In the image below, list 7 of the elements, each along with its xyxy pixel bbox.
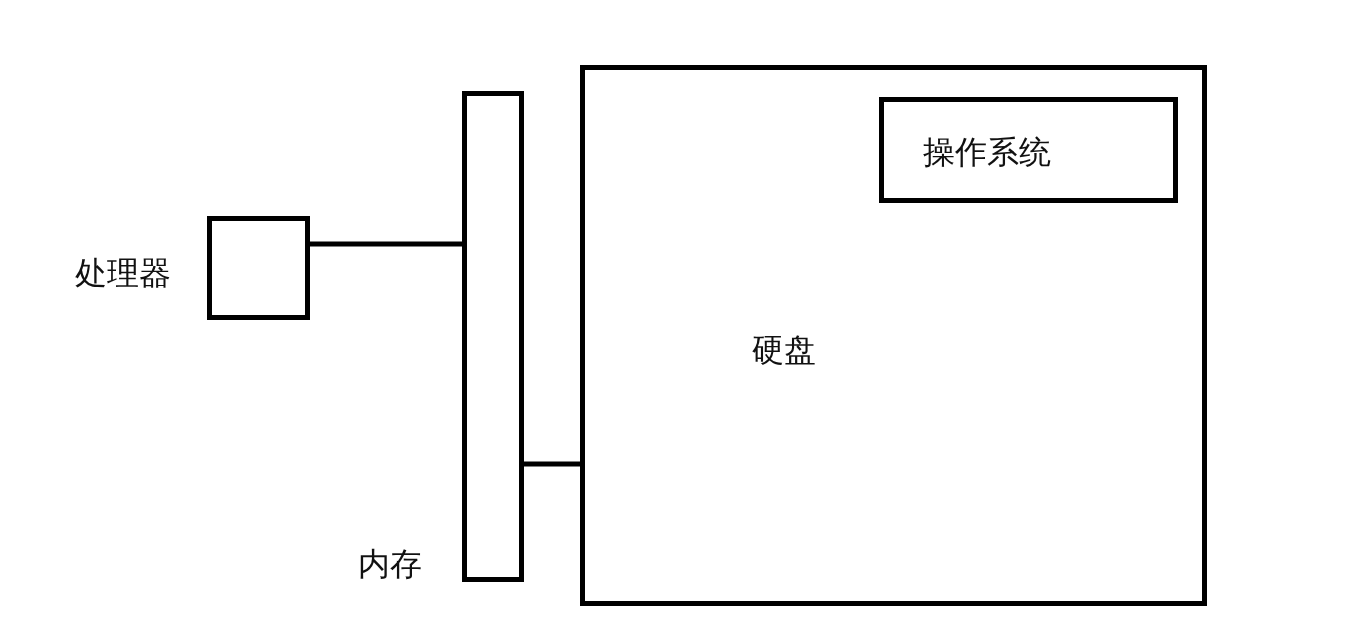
node-label: 硬盘 (752, 333, 816, 369)
connector-line (310, 241, 462, 247)
node-label: 处理器 (75, 256, 171, 292)
connector-line (524, 461, 580, 467)
node-label: 内存 (358, 547, 422, 583)
os-box (879, 97, 1178, 203)
node-label: 操作系统 (923, 135, 1051, 171)
